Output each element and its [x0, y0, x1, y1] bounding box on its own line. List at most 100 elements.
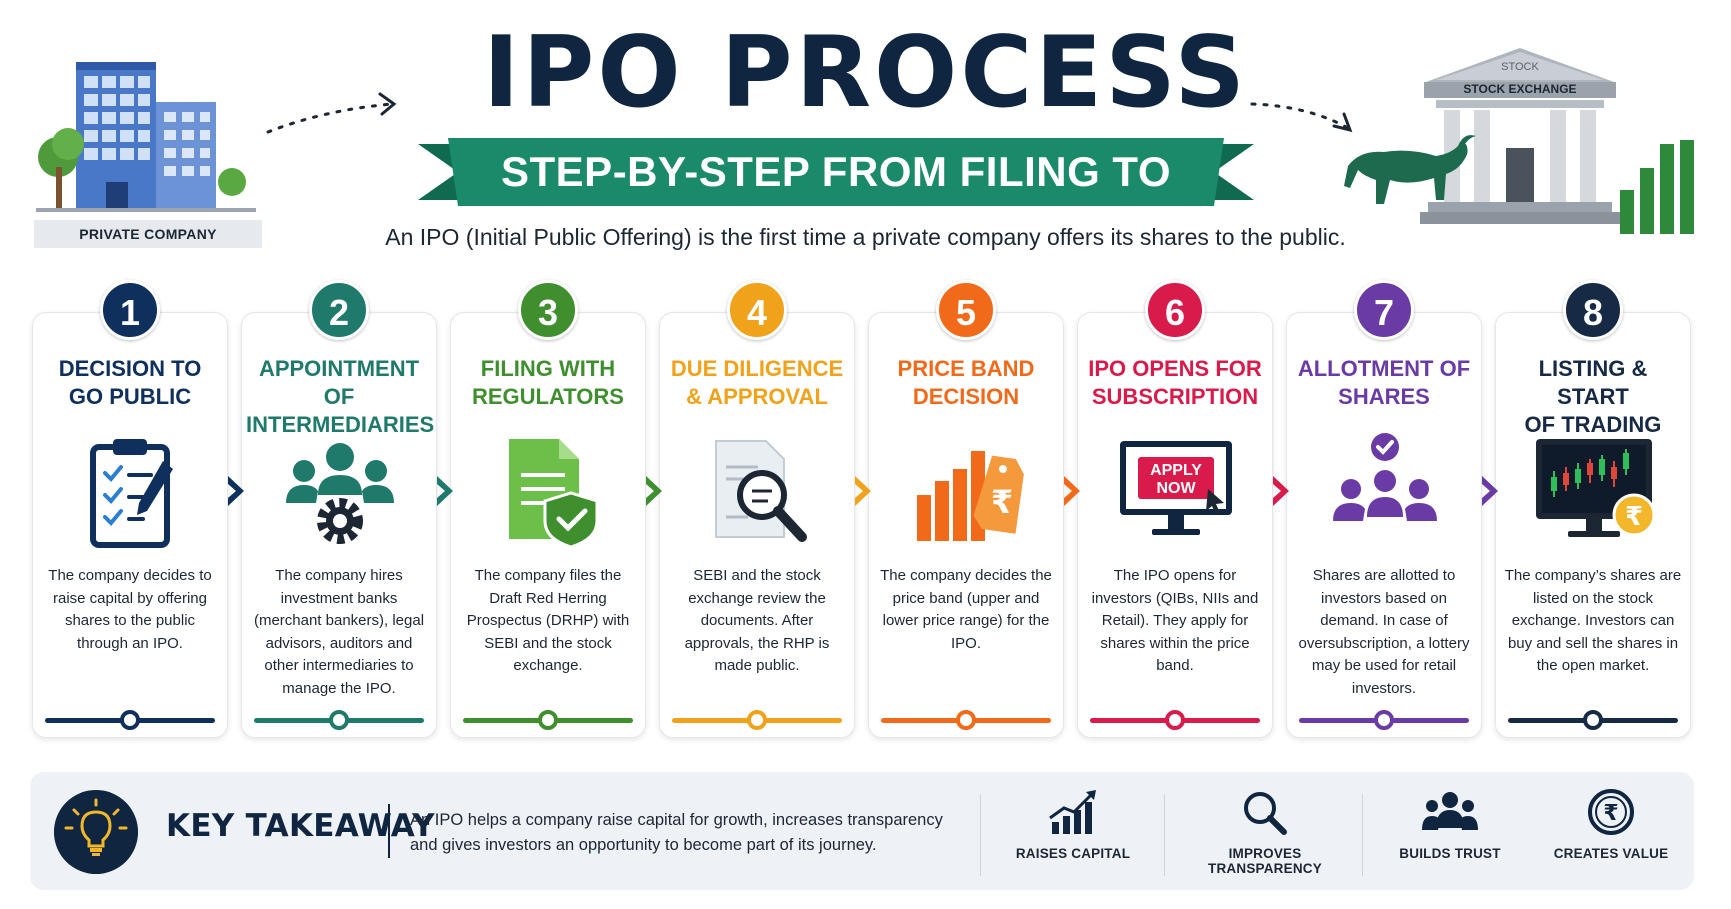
benefit-label: CREATES VALUE: [1553, 846, 1669, 861]
step-card: LISTING & START OF TRADING ₹ The company’s…: [1495, 312, 1691, 738]
svg-text:₹: ₹: [1603, 801, 1618, 826]
step-title-line: IPO OPENS FOR: [1088, 356, 1262, 381]
step-description: The company files the Draft Red Herring …: [466, 567, 630, 674]
private-company-label: PRIVATE COMPANY: [34, 220, 262, 248]
people-icon: [1422, 792, 1478, 830]
step-title: FILING WITH REGULATORS: [455, 355, 641, 411]
key-takeaway-text: An IPO helps a company raise capital for…: [410, 811, 943, 854]
step-description: The company decides to raise capital by …: [48, 567, 212, 652]
group-check-icon: [1333, 433, 1437, 521]
step-number-badge: 6: [1145, 280, 1205, 340]
office-building-icon: [36, 62, 256, 212]
magnifier-icon: [1244, 792, 1287, 835]
step-title: IPO OPENS FOR SUBSCRIPTION: [1082, 355, 1268, 411]
step-title-line: PRICE BAND: [897, 356, 1035, 381]
benefit-label: IMPROVES TRANSPARENCY: [1208, 846, 1322, 876]
bar-chart-price-tag-icon: ₹: [917, 451, 1024, 541]
step-title: DUE DILIGENCE& APPROVAL: [664, 355, 850, 411]
step-number-badge: 2: [309, 280, 369, 340]
timeline-dot: [1374, 710, 1394, 730]
step-number-badge: 3: [518, 280, 578, 340]
step-title-line: ALLOTMENT OF: [1297, 356, 1471, 381]
benefit-builds-trust: BUILDS TRUST: [1372, 784, 1528, 880]
step-title-line: LISTING & START: [1538, 356, 1648, 409]
benefit-raises-capital: RAISES CAPITAL: [998, 784, 1148, 880]
step-number-badge: 4: [727, 280, 787, 340]
chevron-right-icon: [1064, 476, 1080, 506]
chevron-right-icon: [228, 476, 244, 506]
step-number-badge: 7: [1354, 280, 1414, 340]
benefit-improves-transparency: IMPROVES TRANSPARENCY: [1172, 784, 1358, 880]
step-title: LISTING & START OF TRADING: [1500, 355, 1686, 439]
step-description: The IPO opens for investors (QIBs, NIIs …: [1091, 567, 1259, 674]
lightbulb-icon: [54, 790, 138, 874]
page-title: IPO PROCESS: [483, 16, 1248, 130]
clipboard-checklist-icon: [90, 439, 173, 548]
step-number-badge: 8: [1563, 280, 1623, 340]
team-gear-icon: [286, 443, 394, 544]
chevron-right-icon: [646, 476, 662, 506]
step-card: DUE DILIGENCE& APPROVAL SEBI and the sto…: [659, 312, 855, 738]
timeline-dot: [956, 710, 976, 730]
dotted-arrow-icon: [1250, 102, 1353, 133]
divider: [980, 794, 981, 876]
chevron-right-icon: [1482, 476, 1498, 506]
apply-now-line1: APPLY: [1150, 462, 1202, 479]
subtitle-banner: [418, 138, 1254, 206]
benefit-label: RAISES CAPITAL: [1015, 846, 1131, 861]
step-description: Shares are allotted to investors based o…: [1298, 567, 1470, 697]
step-description: The company’s shares are listed on the s…: [1504, 567, 1682, 674]
step-title-line: DUE DILIGENCE: [670, 356, 844, 381]
intro-text: An IPO (Initial Public Offering) is the …: [385, 224, 1346, 250]
chevron-right-icon: [855, 476, 871, 506]
step-description: The company decides the price band (uppe…: [880, 567, 1052, 652]
exchange-sign: STOCK EXCHANGE: [1463, 82, 1576, 96]
document-magnifier-icon: [715, 440, 807, 542]
key-takeaway-panel: [30, 772, 1694, 890]
step-title-line: SUBSCRIPTION: [1091, 384, 1259, 409]
step-card: IPO OPENS FOR SUBSCRIPTION APPLY NOW The …: [1077, 312, 1273, 738]
timeline-dot: [1583, 710, 1603, 730]
benefit-label: BUILDS TRUST: [1399, 846, 1501, 861]
divider: [1362, 794, 1363, 876]
document-shield-icon: [509, 439, 599, 549]
chevron-right-icon: [437, 476, 453, 506]
step-title-line: GO PUBLIC: [68, 384, 192, 409]
dotted-arrow-icon: [266, 92, 397, 134]
chevron-right-icon: [1273, 476, 1289, 506]
key-takeaway-label: KEY TAKEAWAY: [166, 808, 435, 844]
monitor-candlestick-rupee-icon: ₹: [1536, 439, 1654, 537]
stock-exchange-bull-icon: STOCK STOCK EXCHANGE: [1344, 48, 1694, 234]
step-title-line: REGULATORS: [472, 384, 624, 409]
divider: [388, 804, 390, 858]
banner-text: STEP-BY-STEP FROM FILING TO LISTING: [501, 148, 1171, 263]
benefit-creates-value: ₹ CREATES VALUE: [1536, 784, 1686, 880]
growth-chart-icon: [1049, 790, 1096, 834]
step-title: PRICE BAND DECISION: [873, 355, 1059, 411]
rupee-coin-icon: ₹: [1588, 789, 1634, 835]
step-number-badge: 1: [100, 280, 160, 340]
step-number-badge: 5: [936, 280, 996, 340]
step-card: PRICE BAND DECISION ₹ The company decides …: [868, 312, 1064, 738]
step-title-line: FILING WITH: [480, 356, 616, 381]
monitor-apply-icon: APPLY NOW: [1120, 441, 1232, 535]
step-title-line: DECISION TO: [58, 356, 202, 381]
apply-now-line2: NOW: [1156, 480, 1196, 497]
timeline-dot: [120, 710, 140, 730]
step-title-line: INTERMEDIARIES: [246, 412, 435, 437]
exchange-sign-top: STOCK: [1501, 61, 1539, 73]
timeline-dot: [538, 710, 558, 730]
step-title-line: OF TRADING: [1524, 412, 1662, 437]
step-description: The company hires investment banks (merc…: [253, 567, 425, 697]
svg-text:₹: ₹: [991, 483, 1013, 521]
step-description: SEBI and the stock exchange review the d…: [684, 567, 830, 674]
step-title: DECISION TO GO PUBLIC: [37, 355, 223, 411]
divider: [1164, 794, 1165, 876]
timeline-dot: [747, 710, 767, 730]
step-card: FILING WITH REGULATORS The company files …: [450, 312, 646, 738]
step-title-line: DECISION: [912, 384, 1020, 409]
